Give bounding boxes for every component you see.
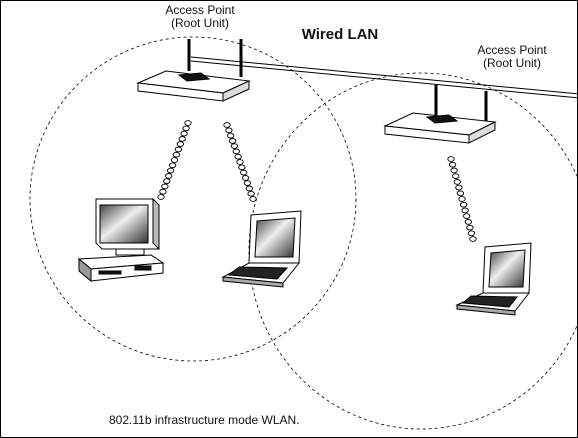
access-point-2-line1: Access Point [477, 43, 547, 57]
radio-link-3-bead [448, 161, 457, 168]
radio-link-3-bead [461, 207, 469, 214]
radio-links [157, 120, 477, 242]
radio-link-1-bead [182, 125, 190, 132]
radio-link-1-bead [172, 151, 181, 158]
radio-link-1-bead [166, 167, 175, 174]
radio-link-2-bead [245, 185, 253, 192]
radio-link-2-bead [230, 143, 239, 149]
laptop-1 [221, 210, 302, 288]
access-point-2 [383, 85, 497, 144]
radio-link-1-bead [165, 173, 173, 179]
coverage-circle-2 [248, 72, 577, 430]
radio-link-2-bead [234, 153, 242, 160]
radio-link-1-bead [180, 130, 188, 137]
radio-link-1-bead [178, 136, 186, 142]
access-point-2-line2: (Root Unit) [482, 56, 541, 70]
access-point-1-label: Access Point (Root Unit) [139, 4, 261, 30]
radio-link-3-bead [469, 236, 477, 242]
radio-link-3-bead [452, 173, 460, 179]
radio-link-3-bead [466, 224, 474, 231]
radio-link-2-bead [247, 190, 255, 197]
access-point-1-line2: (Root Unit) [170, 16, 229, 30]
access-point-1-line1: Access Point [165, 3, 235, 17]
wired-lan-cable [190, 56, 577, 99]
radio-link-3-bead [450, 167, 458, 174]
radio-link-3-bead [464, 219, 472, 225]
radio-link-3-bead [458, 196, 466, 202]
radio-link-1-bead [159, 188, 167, 195]
desktop-computer [77, 197, 165, 283]
radio-link-2-bead [249, 196, 257, 202]
laptop-2 [455, 242, 532, 316]
coverage-circle-1 [29, 36, 357, 362]
diagram-caption: 802.11b infrastructure mode WLAN. [109, 413, 300, 427]
radio-link-3-bead [455, 184, 463, 191]
radio-link-1-bead [170, 157, 179, 163]
radio-link-1-bead [174, 146, 183, 153]
radio-link-2-bead [240, 169, 248, 176]
wired-lan-title: Wired LAN [301, 26, 379, 43]
radio-link-2-bead [236, 159, 244, 165]
radio-link-3-bead [459, 201, 468, 208]
radio-link-1-bead [161, 183, 169, 190]
radio-link-2-bead [223, 122, 231, 128]
radio-link-1-bead [176, 141, 184, 147]
radio-link-1-bead [184, 120, 192, 126]
radio-link-3-bead [453, 179, 461, 185]
radio-link-2-bead [228, 138, 237, 144]
radio-link-3-bead [467, 230, 476, 237]
radio-link-1-bead [157, 194, 165, 200]
access-point-2-label: Access Point (Root Unit) [451, 44, 573, 70]
access-point-1 [136, 39, 251, 102]
radio-link-3-bead [447, 156, 455, 162]
radio-link-1-bead [163, 178, 171, 184]
radio-link-3-bead [456, 190, 465, 197]
radio-link-2-bead [227, 132, 235, 139]
radio-link-2-bead [238, 164, 246, 171]
radio-link-3-bead [463, 213, 471, 219]
radio-link-2-bead [232, 148, 240, 155]
radio-link-2-bead [243, 180, 252, 186]
radio-link-1-bead [168, 162, 177, 169]
radio-link-2-bead [225, 127, 233, 134]
radio-link-2-bead [241, 175, 250, 181]
